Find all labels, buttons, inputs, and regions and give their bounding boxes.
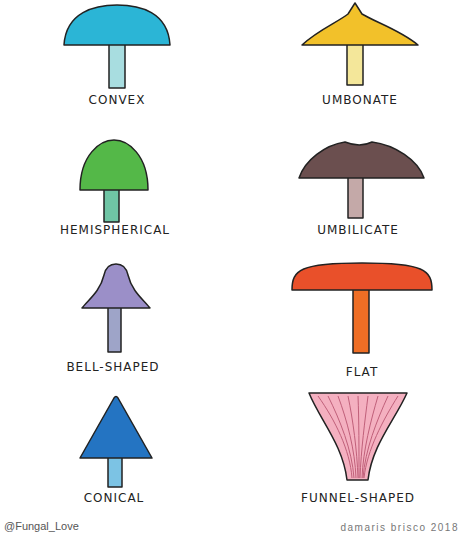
umbilicate-cap [299,142,424,178]
hemispherical-cap [80,140,148,190]
shape-label: UMBONATE [322,93,398,107]
shape-label: FLAT [346,365,378,379]
conical-cap [80,397,152,459]
shape-label: BELL-SHAPED [66,360,159,374]
mushroom-stem [104,189,119,222]
shape-label: CONVEX [89,93,146,107]
umbonate-cap [302,3,418,45]
funnel-cap [309,393,407,480]
gill-lines [318,396,398,478]
bell-cap [82,264,150,308]
mushroom-stem [353,289,369,353]
shape-label: HEMISPHERICAL [60,223,170,237]
mushroom-stem [108,307,121,352]
shape-label: UMBILICATE [317,223,399,237]
watermark: damaris brisco 2018 [340,521,459,534]
mushroom-stem [109,44,125,88]
shape-label: FUNNEL-SHAPED [301,491,415,505]
mushroom-stem [108,457,122,487]
mushroom-stem [348,177,363,218]
flat-cap [292,263,432,290]
mushroom-stem [347,44,363,85]
watermark: @Fungal_Love [4,520,79,533]
shape-label: CONICAL [84,491,145,505]
convex-cap [64,5,170,45]
